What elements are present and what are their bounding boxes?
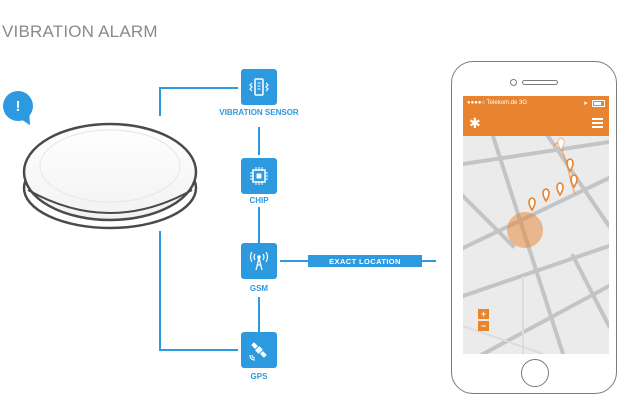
battery-icon xyxy=(592,99,605,107)
vibration-sensor-icon xyxy=(249,78,269,96)
phone-speaker xyxy=(522,80,558,85)
chip-label: CHIP xyxy=(249,196,269,205)
zoom-in-button[interactable]: + xyxy=(478,309,489,319)
alert-bubble-icon: ! xyxy=(3,91,33,121)
gsm-antenna-icon xyxy=(249,251,269,271)
vibration-sensor-node xyxy=(241,69,277,105)
vibration-sensor-label: VIBRATION SENSOR xyxy=(219,108,299,117)
gear-icon[interactable]: ✱ xyxy=(469,115,481,131)
zoom-out-button[interactable]: − xyxy=(478,321,489,331)
app-bar: ✱ xyxy=(463,110,609,136)
diagram-title: VIBRATION ALARM xyxy=(2,22,158,41)
phone-screen: ●●●●○ Telekom.de 3G ➤ ✱ xyxy=(463,96,609,354)
gsm-node xyxy=(241,243,277,279)
front-camera xyxy=(510,79,517,86)
satellite-icon xyxy=(249,342,267,361)
map-pins xyxy=(528,137,578,212)
gps-node xyxy=(241,332,277,368)
location-arrow-icon: ➤ xyxy=(582,100,588,107)
gsm-label: GSM xyxy=(249,284,269,293)
chip-icon xyxy=(250,167,268,185)
menu-icon[interactable] xyxy=(592,116,603,130)
tracker-device xyxy=(22,122,198,230)
status-bar: ●●●●○ Telekom.de 3G ➤ xyxy=(463,96,609,110)
gps-label: GPS xyxy=(250,372,268,381)
exact-location-badge: EXACT LOCATION xyxy=(308,255,422,267)
carrier-text: ●●●●○ Telekom.de 3G xyxy=(467,100,528,106)
chip-node xyxy=(241,158,277,194)
home-button[interactable] xyxy=(521,359,549,387)
